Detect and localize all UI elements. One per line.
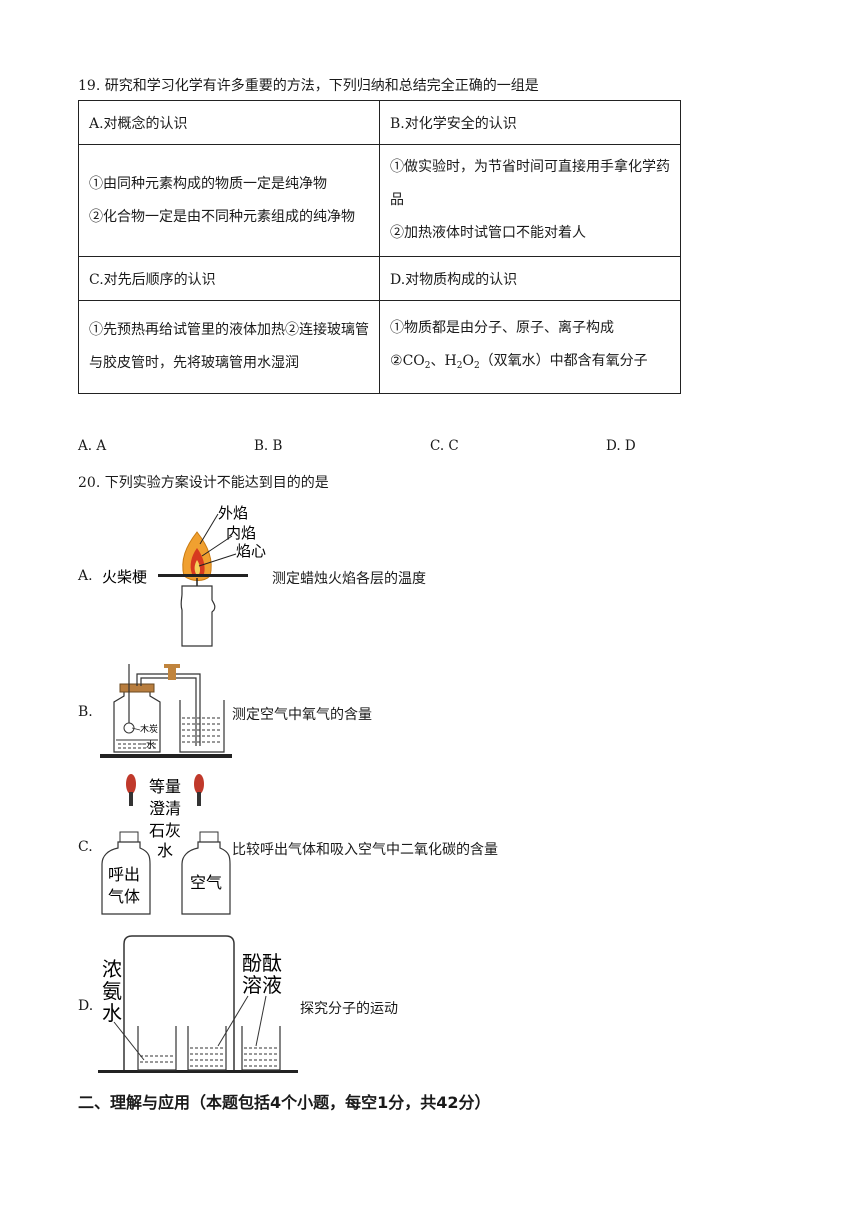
candle-figure: 外焰 内焰 焰心 火柴梗 <box>96 500 286 652</box>
choice-a[interactable]: A. A <box>78 438 107 454</box>
label-charcoal: 木炭 <box>140 723 158 735</box>
cell-a-line2: ②化合物一定是由不同种元素组成的纯净物 <box>89 208 355 225</box>
cell-a-line1: ①由同种元素构成的物质一定是纯净物 <box>89 175 327 192</box>
label-ammonia: 氨 <box>102 979 122 1003</box>
label-flame-core: 焰心 <box>236 542 266 560</box>
co2-sub: 2 <box>424 360 431 371</box>
option-a-desc: 测定蜡烛火焰各层的温度 <box>272 571 426 587</box>
cell-b-line2: ②加热液体时试管口不能对着人 <box>390 225 586 241</box>
option-b-letter: B. <box>78 704 93 720</box>
label-water-d: 水 <box>102 1001 122 1025</box>
h2o2-o: O <box>462 352 474 369</box>
label-matchstick: 火柴梗 <box>102 568 147 586</box>
cell-d-head: D.对物质构成的认识 <box>379 256 681 301</box>
cell-a-head: A.对概念的认识 <box>78 100 380 145</box>
section-2-heading: 二、理解与应用（本题包括4个小题，每空1分，共42分） <box>78 1093 491 1112</box>
option-a-letter: A. <box>78 568 93 584</box>
option-d-letter: D. <box>78 998 94 1014</box>
d-prefix: ② <box>390 352 403 369</box>
cell-b-line1: ①做实验时，为节省时间可直接用手拿化学药品 <box>390 159 670 208</box>
q19-table: A.对概念的认识 B.对化学安全的认识 ①由同种元素构成的物质一定是纯净物 ②化… <box>78 100 681 394</box>
cell-c-line1: ①先预热再给试管里的液体加热②连接玻璃管与胶皮管时，先将玻璃管用水湿润 <box>89 322 369 371</box>
label-water-c: 水 <box>157 841 173 860</box>
option-c-letter: C. <box>78 839 93 855</box>
option-d-desc: 探究分子的运动 <box>300 1001 398 1017</box>
cell-d-line2: ②CO2、H2O2（双氧水）中都含有氧分子 <box>390 345 670 383</box>
cell-c-body: ①先预热再给试管里的液体加热②连接玻璃管与胶皮管时，先将玻璃管用水湿润 <box>78 300 380 394</box>
h2o2-formula: H2O2 <box>444 352 480 371</box>
option-c-desc: 比较呼出气体和吸入空气中二氧化碳的含量 <box>232 842 498 858</box>
co2-formula: CO2 <box>402 352 431 371</box>
label-clear: 澄清 <box>149 799 181 818</box>
label-phenol: 酚酞 <box>242 951 282 975</box>
d-sep: 、 <box>430 352 445 369</box>
h2o2-h: H <box>444 352 457 369</box>
label-equal: 等量 <box>149 777 181 796</box>
choice-c[interactable]: C. C <box>430 438 459 454</box>
choice-b[interactable]: B. B <box>254 438 283 454</box>
cell-b-head: B.对化学安全的认识 <box>379 100 681 145</box>
oxygen-apparatus-figure: 木炭 水 <box>100 664 232 760</box>
label-inner-flame: 内焰 <box>226 524 256 542</box>
label-lime: 石灰 <box>149 821 181 840</box>
label-water: 水 <box>146 739 155 751</box>
label-solution: 溶液 <box>242 973 282 997</box>
choice-d[interactable]: D. D <box>606 438 636 454</box>
co2-main: CO <box>402 352 425 369</box>
option-b-desc: 测定空气中氧气的含量 <box>232 707 372 723</box>
h2o2-sub2: 2 <box>473 360 480 371</box>
cell-b-body: ①做实验时，为节省时间可直接用手拿化学药品 ②加热液体时试管口不能对着人 <box>379 144 681 257</box>
q20-title: 20. 下列实验方案设计不能达到目的的是 <box>78 475 329 491</box>
cell-d-line1: ①物质都是由分子、原子、离子构成 <box>390 319 614 336</box>
cell-d-body: ①物质都是由分子、原子、离子构成 ②CO2、H2O2（双氧水）中都含有氧分子 <box>379 300 681 394</box>
label-exhaled-2: 气体 <box>108 887 140 906</box>
label-air: 空气 <box>190 873 222 892</box>
molecule-motion-figure: 浓 氨 水 酚酞 溶液 <box>98 930 298 1076</box>
label-conc: 浓 <box>102 957 122 981</box>
co2-comparison-figure: 等量 澄清 石灰 水 呼出 气体 空气 <box>98 772 232 920</box>
cell-a-body: ①由同种元素构成的物质一定是纯净物 ②化合物一定是由不同种元素组成的纯净物 <box>78 144 380 257</box>
h2o2-sub1: 2 <box>456 360 463 371</box>
label-exhaled-1: 呼出 <box>108 865 140 884</box>
d-suffix: （双氧水）中都含有氧分子 <box>479 352 648 369</box>
label-outer-flame: 外焰 <box>218 504 248 522</box>
q19-title: 19. 研究和学习化学有许多重要的方法，下列归纳和总结完全正确的一组是 <box>78 78 539 94</box>
cell-c-head: C.对先后顺序的认识 <box>78 256 380 301</box>
